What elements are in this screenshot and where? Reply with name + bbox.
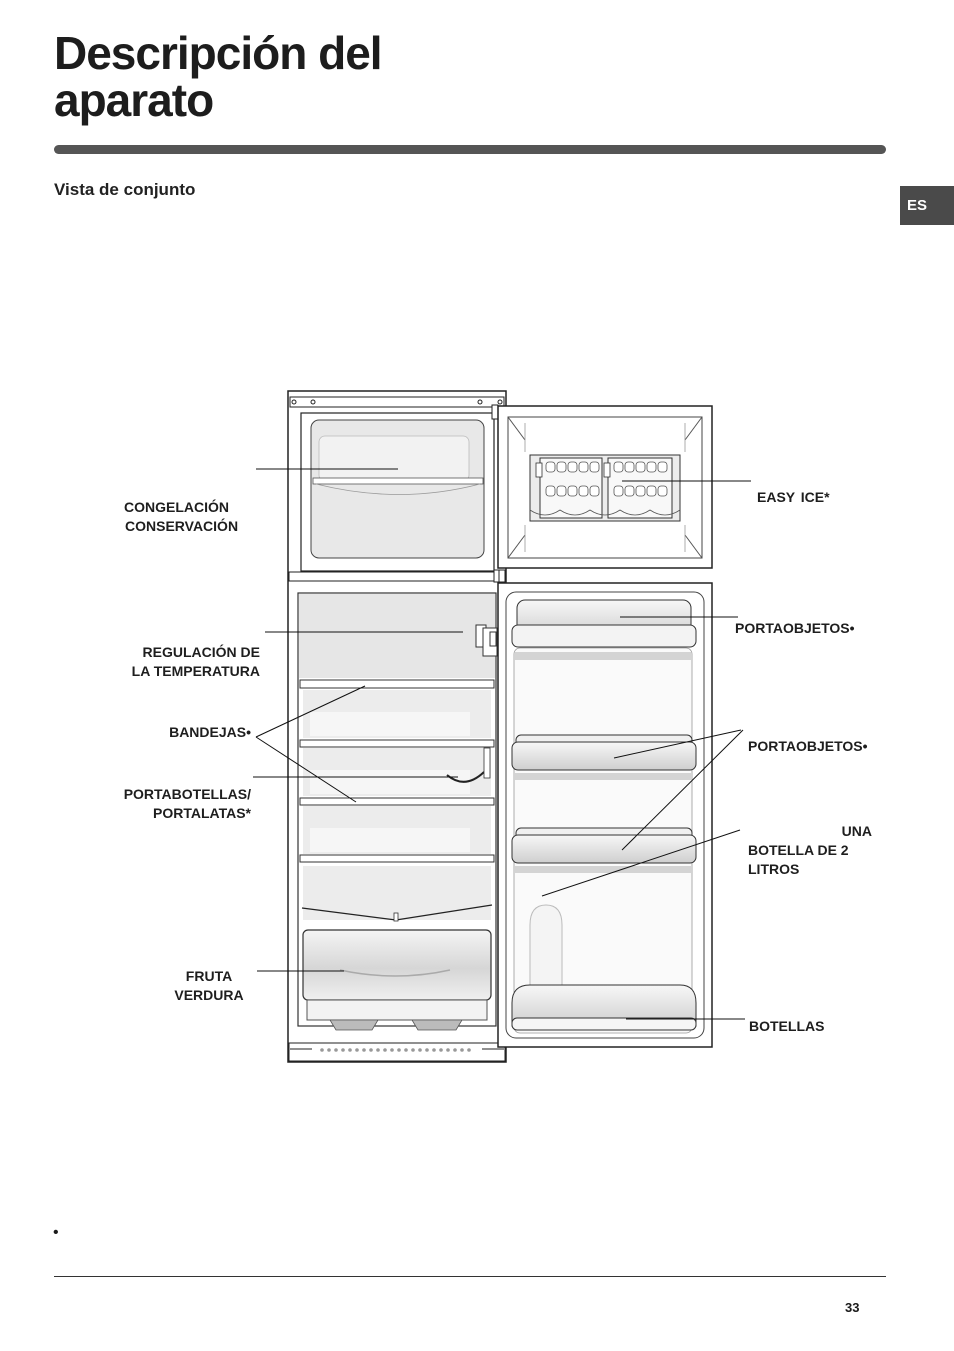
- label-fruta: FRUTA: [185, 968, 233, 984]
- door-hinges: [491, 404, 506, 583]
- label-portabotellas-line-2: PORTALATAS*: [153, 805, 251, 821]
- label-litros: LITROS: [748, 861, 800, 877]
- page-number: 33: [845, 1300, 860, 1315]
- fridge-compartment: [297, 592, 498, 1031]
- footer-rule: [54, 1276, 886, 1277]
- label-conservacion: CONSERVACIÓN: [125, 518, 239, 534]
- label-portaobjetos-upper: PORTAOBJETOS•: [735, 620, 855, 636]
- language-tab[interactable]: ES: [900, 186, 954, 225]
- freezer-compartment: [288, 412, 506, 582]
- page-title-line-1: Descripción del: [54, 27, 383, 79]
- label-regulacion: REGULACIÓN DE LA TEMPERATURA: [132, 643, 260, 681]
- label-bandejas: BANDEJAS•: [169, 724, 251, 740]
- label-easy-ice: EASY ICE*: [757, 489, 830, 505]
- leader-lines: [253, 468, 751, 1020]
- section-subtitle: Vista de conjunto: [54, 180, 196, 199]
- fridge-door: [497, 582, 713, 1048]
- label-botella-de-2: BOTELLA DE 2: [748, 842, 849, 858]
- label-una: UNA: [841, 823, 872, 839]
- freezer-door: [497, 405, 713, 569]
- page-title-line-2: aparato: [54, 74, 214, 126]
- label-portabotellas-line-1: PORTABOTELLAS/: [123, 786, 251, 802]
- label-congelacion: CONGELACIÓN: [124, 499, 229, 515]
- page-title: Descripción del aparato: [54, 27, 383, 126]
- label-portabotellas: PORTABOTELLAS/ PORTALATAS*: [124, 785, 251, 823]
- footnote-bullet: •: [53, 1224, 59, 1241]
- label-verdura: VERDURA: [174, 987, 244, 1003]
- label-regulacion-line-1: REGULACIÓN DE: [142, 644, 260, 660]
- base-grille: [288, 1042, 506, 1062]
- label-regulacion-line-2: LA TEMPERATURA: [131, 663, 260, 679]
- label-botellas: BOTELLAS: [749, 1018, 825, 1034]
- title-rule: [54, 145, 886, 154]
- label-portaobjetos-lower: PORTAOBJETOS•: [748, 738, 868, 754]
- label-fruta-verdura: FRUTA VERDURA: [171, 967, 247, 1005]
- label-botella-2-litros: UNA BOTELLA DE 2 LITROS: [748, 822, 872, 879]
